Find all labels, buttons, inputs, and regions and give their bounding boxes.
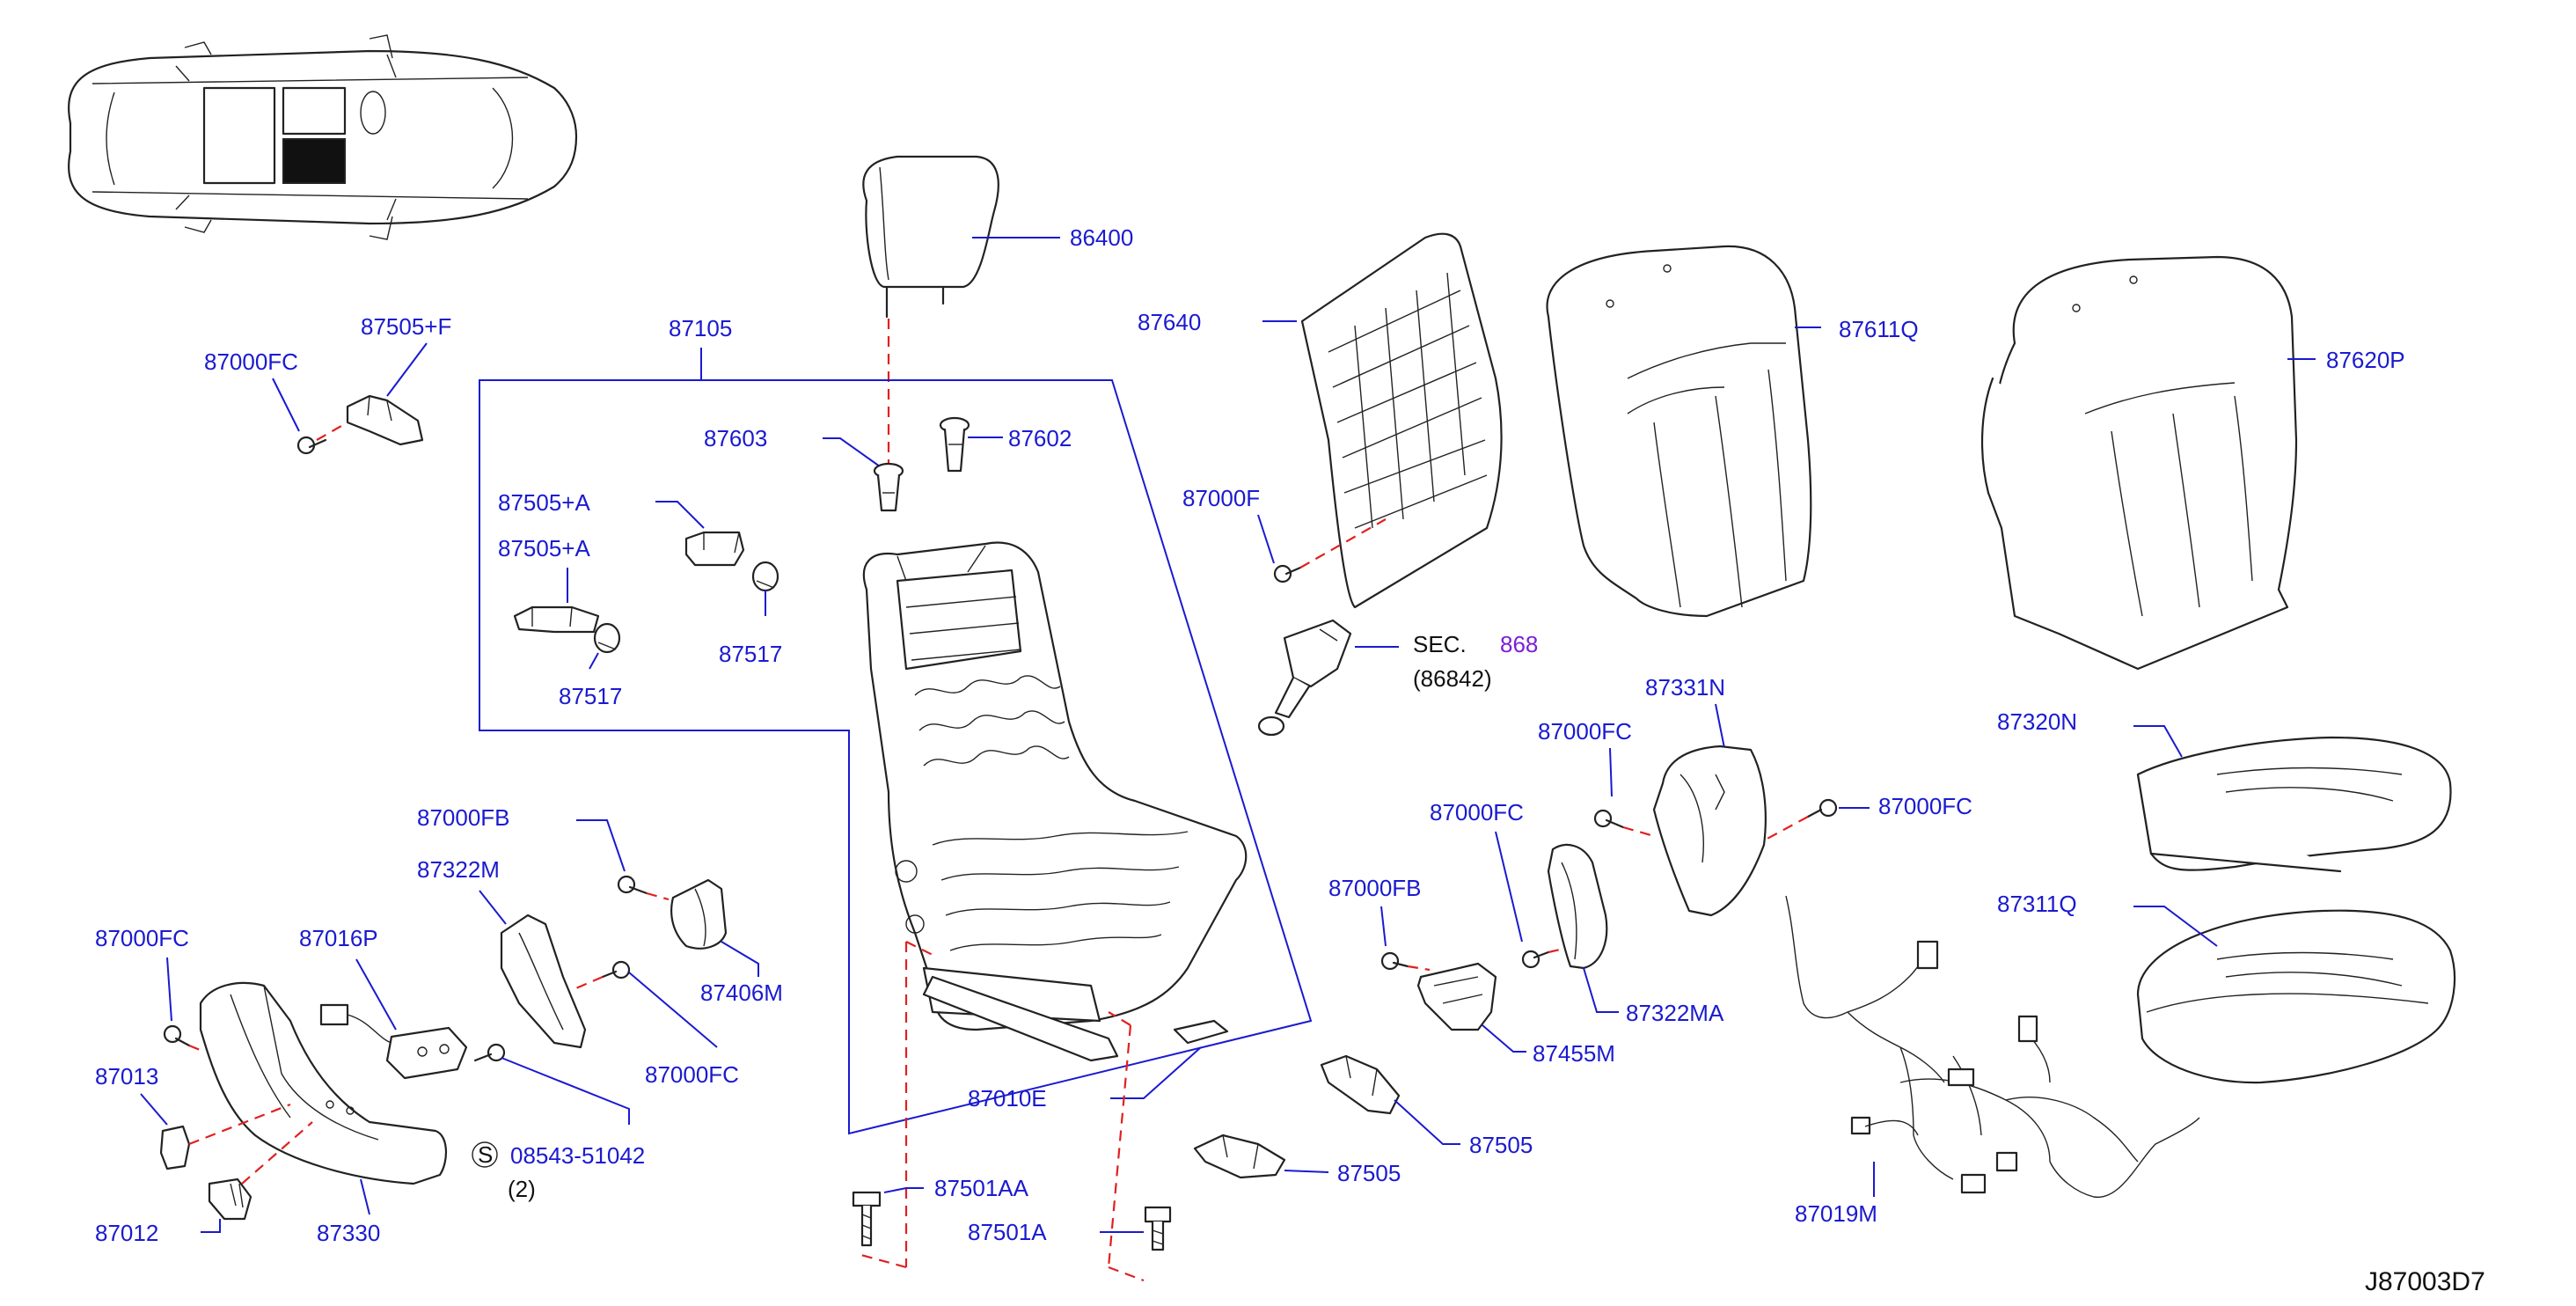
part-87000FC-label-b[interactable]: 87000FC xyxy=(1538,718,1632,745)
part-87000FC-label-e[interactable]: 87000FC xyxy=(645,1061,739,1088)
bracket-87505F-icon xyxy=(346,394,424,446)
bracket-87505A-1-icon xyxy=(684,531,745,567)
bracket-87455M-icon xyxy=(1416,962,1497,1031)
part-87501A-label[interactable]: 87501A xyxy=(968,1219,1047,1245)
bolt-87501AA-icon xyxy=(852,1191,882,1247)
part-87603-label[interactable]: 87603 xyxy=(704,425,767,451)
part-87602-label[interactable]: 87602 xyxy=(1008,425,1072,451)
clip-87517-2-icon xyxy=(593,622,621,654)
seatback-board-87640-icon xyxy=(1300,232,1503,609)
part-87517-label-1[interactable]: 87517 xyxy=(719,641,782,667)
part-87330-label[interactable]: 87330 xyxy=(317,1220,380,1246)
part-87000F-label[interactable]: 87000F xyxy=(1182,485,1260,511)
part-87000FC-label-a[interactable]: 87000FC xyxy=(204,349,298,375)
s-mark-label: S xyxy=(478,1141,493,1168)
bracket-87505-a-icon xyxy=(1320,1054,1401,1115)
part-87505-label-b[interactable]: 87505 xyxy=(1337,1160,1401,1186)
bracket-87322M-icon xyxy=(500,913,587,1049)
part-87322MA-label[interactable]: 87322MA xyxy=(1626,1000,1724,1026)
assembly-group-outline xyxy=(479,379,1313,1135)
bolt-87000F-icon xyxy=(1273,564,1302,583)
cover-87406M-icon xyxy=(670,878,728,950)
part-87000FC-label-c[interactable]: 87000FC xyxy=(1878,793,1972,819)
diagram-id-label: J87003D7 xyxy=(2365,1267,2485,1296)
wiring-harness-icon xyxy=(1785,895,2200,1198)
seatback-cover-87620P-icon xyxy=(1980,255,2298,671)
part-87455M-label[interactable]: 87455M xyxy=(1533,1040,1615,1067)
seat-cushion-cover-87311Q-icon xyxy=(2136,909,2456,1084)
seat-frame-icon xyxy=(862,541,1248,1062)
bolt-icon xyxy=(296,436,327,455)
part-87620P-label[interactable]: 87620P xyxy=(2326,347,2405,373)
trim-87331N-icon xyxy=(1652,745,1767,917)
part-87320N-label[interactable]: 87320N xyxy=(1997,708,2077,735)
bracket-87505-b-icon xyxy=(1193,1134,1286,1179)
part-87505-label-a[interactable]: 87505 xyxy=(1469,1132,1533,1158)
car-top-view-icon xyxy=(68,34,578,240)
part-87016P-label[interactable]: 87016P xyxy=(299,925,378,951)
clip-87603-icon xyxy=(873,462,904,512)
seatback-pad-87611Q-icon xyxy=(1546,245,1812,618)
seat-cushion-pad-87320N-icon xyxy=(2136,736,2452,873)
bolt-87501A-icon xyxy=(1144,1206,1172,1251)
part-87501AA-label[interactable]: 87501AA xyxy=(934,1175,1029,1201)
switch-87010E-icon xyxy=(1173,1019,1229,1045)
part-87013-label[interactable]: 87013 xyxy=(95,1063,158,1090)
bolt-87000FC-b-icon xyxy=(1593,809,1625,829)
part-87331N-label[interactable]: 87331N xyxy=(1645,674,1725,701)
bolt-87000FC-f-icon xyxy=(163,1024,191,1047)
clip-87517-1-icon xyxy=(751,561,779,592)
part-87000FB-label-a[interactable]: 87000FB xyxy=(417,804,510,831)
bolt-87000FC-e-icon xyxy=(601,960,631,980)
side-trim-87330-icon xyxy=(199,981,447,1185)
part-87105-label[interactable]: 87105 xyxy=(669,315,732,341)
knob-87012-icon xyxy=(208,1178,252,1221)
part-87000FC-label-f[interactable]: 87000FC xyxy=(95,925,189,951)
part-87012-label[interactable]: 87012 xyxy=(95,1220,158,1246)
bracket-87505A-2-icon xyxy=(513,605,600,634)
bolt-87000FB-a-icon xyxy=(617,875,648,895)
seat-belt-buckle-icon xyxy=(1257,619,1352,737)
switch-87016P-icon xyxy=(319,1003,468,1080)
bolt-87000FB-b-icon xyxy=(1380,951,1409,971)
part-87505A-label-2[interactable]: 87505+A xyxy=(498,535,590,561)
part-87505F-label[interactable]: 87505+F xyxy=(361,313,451,340)
bracket-87322MA-icon xyxy=(1547,843,1608,970)
part-87517-label-2[interactable]: 87517 xyxy=(559,683,622,709)
knob-87013-icon xyxy=(159,1125,191,1170)
part-87000FC-label-d[interactable]: 87000FC xyxy=(1430,799,1524,825)
bolt-87000FC-c-icon xyxy=(1806,798,1838,818)
part-87322M-label[interactable]: 87322M xyxy=(417,856,500,883)
sec-ref-86842[interactable]: (86842) xyxy=(1413,665,1492,692)
sec-868-link[interactable]: 868 xyxy=(1500,631,1538,657)
part-87611Q-label[interactable]: 87611Q xyxy=(1839,316,1919,342)
part-87010E-label[interactable]: 87010E xyxy=(968,1085,1047,1112)
bolt-87016P-icon xyxy=(473,1043,506,1062)
clip-87602-icon xyxy=(939,416,970,473)
s-mark-icon xyxy=(472,1141,498,1168)
bolt-87000FC-d-icon xyxy=(1521,950,1550,969)
part-87311Q-label[interactable]: 87311Q xyxy=(1997,891,2077,917)
headrest-icon xyxy=(862,155,999,319)
part-86400-label[interactable]: 86400 xyxy=(1070,224,1133,251)
part-87640-label[interactable]: 87640 xyxy=(1138,309,1201,335)
part-87505A-label-1[interactable]: 87505+A xyxy=(498,489,590,516)
part-87406M-label[interactable]: 87406M xyxy=(700,980,783,1006)
qty-2-label: (2) xyxy=(508,1176,536,1202)
part-08543-label[interactable]: 08543-51042 xyxy=(510,1142,645,1169)
part-87019M-label[interactable]: 87019M xyxy=(1795,1200,1877,1227)
sec-label: SEC. xyxy=(1413,631,1467,657)
part-87000FB-label-b[interactable]: 87000FB xyxy=(1328,875,1422,901)
